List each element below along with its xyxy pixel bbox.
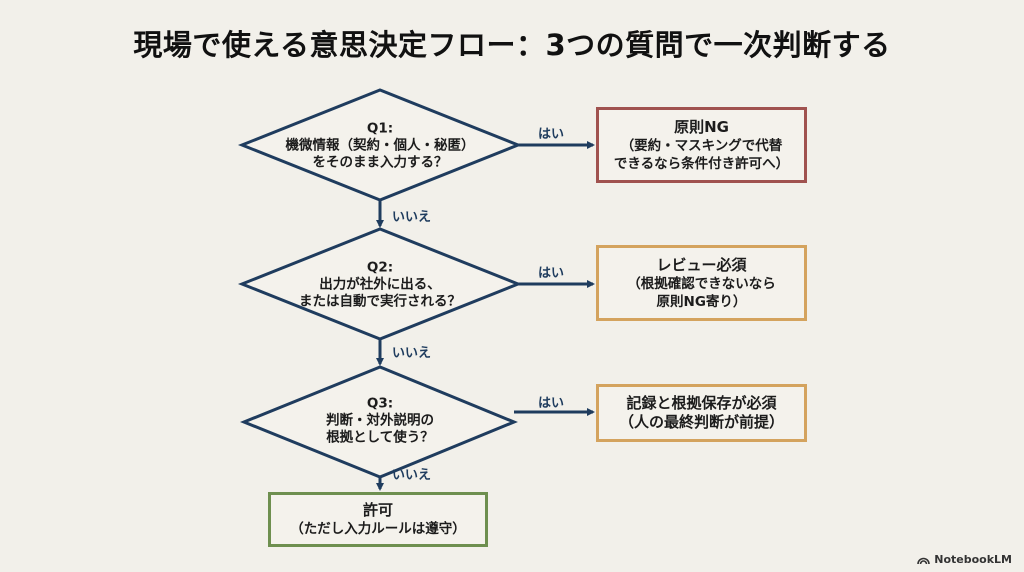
question-q2-id: Q2:: [366, 259, 394, 276]
question-q2-line2: または自動で実行される？: [299, 293, 461, 310]
outcome-review-title: レビュー必須: [656, 255, 747, 274]
outcome-review-line1: （根拠確認できないなら: [627, 275, 776, 292]
brand-watermark: NotebookLM: [917, 553, 1012, 566]
no-label-q1: いいえ: [392, 210, 432, 225]
page-title: 現場で使える意思決定フロー：3つの質問で一次判断する: [133, 28, 891, 62]
outcome-box-review: レビュー必須 （根拠確認できないなら 原則NG寄り）: [596, 245, 807, 321]
no-label-q2: いいえ: [392, 346, 432, 361]
question-q2: Q2: 出力が社外に出る、 または自動で実行される？: [299, 260, 461, 311]
question-q3-id: Q3:: [366, 395, 394, 412]
question-q2-line1: 出力が社外に出る、: [319, 276, 441, 293]
final-line1: （ただし入力ルールは遵守）: [290, 521, 466, 537]
no-label-q3: いいえ: [392, 468, 432, 483]
outcome-box-ng: 原則NG （要約・マスキングで代替 できるなら条件付き許可へ）: [596, 107, 807, 183]
question-q3-line2: 根拠として使う？: [326, 429, 434, 446]
outcome-ng-line1: （要約・マスキングで代替: [620, 137, 783, 154]
final-box-allow: 許可 （ただし入力ルールは遵守）: [268, 492, 488, 547]
question-q1-line1: 機微情報（契約・個人・秘匿）: [285, 137, 475, 154]
yes-label-q3: はい: [538, 396, 565, 411]
yes-label-q1: はい: [538, 127, 565, 142]
yes-label-q2: はい: [538, 266, 565, 281]
final-title: 許可: [362, 501, 393, 519]
outcome-box-record: 記録と根拠保存が必須 （人の最終判断が前提）: [596, 384, 807, 442]
question-q1: Q1: 機微情報（契約・個人・秘匿） をそのまま入力する？: [286, 121, 475, 172]
question-q3-line1: 判断・対外説明の: [326, 412, 434, 429]
brand-name: NotebookLM: [934, 553, 1012, 566]
outcome-record-title: 記録と根拠保存が必須: [626, 394, 777, 412]
question-q1-id: Q1:: [366, 120, 394, 137]
outcome-record-line1: （人の最終判断が前提）: [618, 413, 784, 431]
outcome-ng-title: 原則NG: [674, 117, 729, 136]
question-q3: Q3: 判断・対外説明の 根拠として使う？: [326, 396, 434, 447]
outcome-review-line2: 原則NG寄り）: [656, 293, 747, 310]
question-q1-line2: をそのまま入力する？: [312, 154, 448, 171]
notebooklm-logo-icon: [917, 557, 931, 564]
outcome-ng-line2: できるなら条件付き許可へ）: [613, 155, 790, 172]
